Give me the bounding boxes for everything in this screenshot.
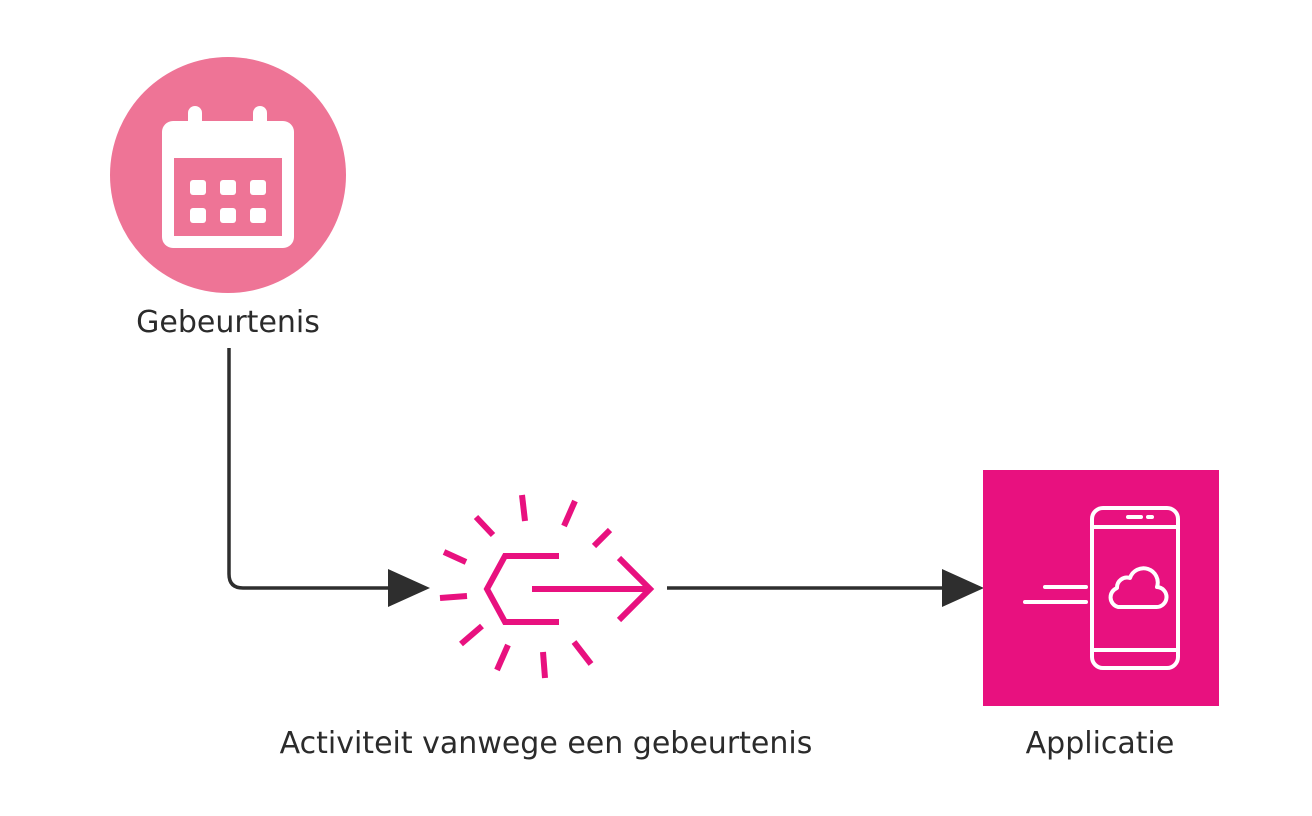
edge-event-to-activity xyxy=(227,348,430,607)
mobile-cloud-app-icon xyxy=(1023,506,1180,670)
activity-label: Activiteit vanwege een gebeurtenis xyxy=(279,726,813,761)
app-node xyxy=(983,470,1219,706)
edge-activity-to-app xyxy=(667,569,984,607)
arrowhead xyxy=(942,569,984,607)
event-node xyxy=(110,57,346,293)
arrowhead xyxy=(388,569,430,607)
event-label: Gebeurtenis xyxy=(136,305,320,340)
calendar-icon xyxy=(162,106,294,248)
app-label: Applicatie xyxy=(1025,726,1175,761)
event-triggered-activity-icon xyxy=(439,494,655,679)
app-square xyxy=(983,470,1219,706)
connector-line xyxy=(227,348,392,590)
